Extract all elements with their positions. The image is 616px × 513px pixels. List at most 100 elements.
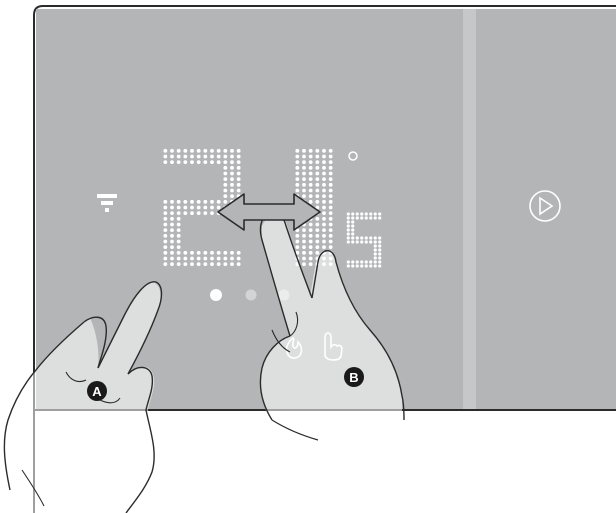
led-dot <box>177 262 181 266</box>
led-dot <box>183 251 187 255</box>
led-dot <box>230 166 234 170</box>
led-dot <box>203 251 207 255</box>
led-dot <box>356 264 359 267</box>
led-dot <box>197 160 201 164</box>
led-dot <box>210 251 214 255</box>
led-dot <box>369 216 372 219</box>
led-dot <box>295 155 299 159</box>
led-dot <box>170 234 174 238</box>
led-dot <box>197 262 201 266</box>
led-dot <box>315 245 319 249</box>
led-dot <box>237 262 241 266</box>
led-dot <box>183 200 187 204</box>
led-dot <box>315 149 319 153</box>
led-dot <box>329 177 333 181</box>
led-dot <box>183 262 187 266</box>
led-dot <box>170 211 174 215</box>
led-dot <box>237 166 241 170</box>
led-dot <box>302 257 306 261</box>
led-dot <box>163 245 167 249</box>
led-dot <box>223 194 227 198</box>
led-dot <box>329 211 333 215</box>
led-dot <box>365 212 368 215</box>
led-dot <box>223 257 227 261</box>
led-dot <box>197 211 201 215</box>
led-dot <box>217 155 221 159</box>
led-dot <box>223 251 227 255</box>
led-dot <box>230 160 234 164</box>
led-dot <box>315 234 319 238</box>
led-dot <box>347 220 350 223</box>
led-dot <box>177 211 181 215</box>
led-dot <box>170 223 174 227</box>
led-dot <box>302 240 306 244</box>
led-dot <box>322 166 326 170</box>
led-dot <box>230 149 234 153</box>
led-dot <box>322 194 326 198</box>
led-dot <box>315 217 319 221</box>
callout-a-label: A <box>92 384 102 399</box>
led-dot <box>309 155 313 159</box>
led-dot <box>351 264 354 267</box>
led-dot <box>163 200 167 204</box>
led-dot <box>302 251 306 255</box>
led-dot <box>309 223 313 227</box>
led-dot <box>203 206 207 210</box>
led-dot <box>190 251 194 255</box>
led-dot <box>347 224 350 227</box>
led-dot <box>365 264 368 267</box>
led-dot <box>329 234 333 238</box>
led-dot <box>329 155 333 159</box>
led-dot <box>183 160 187 164</box>
led-dot <box>378 244 381 247</box>
led-dot <box>190 149 194 153</box>
led-dot <box>217 149 221 153</box>
led-dot <box>197 257 201 261</box>
led-dot <box>223 183 227 187</box>
led-dot <box>163 234 167 238</box>
led-dot <box>237 172 241 176</box>
led-dot <box>190 257 194 261</box>
led-dot <box>329 223 333 227</box>
led-dot <box>365 260 368 263</box>
led-dot <box>230 194 234 198</box>
led-dot <box>203 257 207 261</box>
led-dot <box>322 217 326 221</box>
led-dot <box>217 206 221 210</box>
led-dot <box>378 236 381 239</box>
led-dot <box>230 251 234 255</box>
led-dot <box>203 160 207 164</box>
led-dot <box>210 160 214 164</box>
led-dot <box>315 177 319 181</box>
led-dot <box>322 206 326 210</box>
led-dot <box>177 251 181 255</box>
led-dot <box>378 248 381 251</box>
led-dot <box>217 200 221 204</box>
led-dot <box>347 264 350 267</box>
led-dot <box>210 155 214 159</box>
led-dot <box>351 240 354 243</box>
led-dot <box>365 236 368 239</box>
led-dot <box>329 240 333 244</box>
led-dot <box>322 200 326 204</box>
led-dot <box>170 240 174 244</box>
led-dot <box>329 183 333 187</box>
led-dot <box>223 155 227 159</box>
led-dot <box>190 206 194 210</box>
led-dot <box>309 200 313 204</box>
led-dot <box>315 251 319 255</box>
led-dot <box>378 264 381 267</box>
led-dot <box>203 155 207 159</box>
led-dot <box>170 155 174 159</box>
led-dot <box>302 234 306 238</box>
led-dot <box>378 212 381 215</box>
led-dot <box>315 228 319 232</box>
led-dot <box>302 228 306 232</box>
led-dot <box>163 149 167 153</box>
led-dot <box>177 245 181 249</box>
led-dot <box>309 234 313 238</box>
led-dot <box>322 223 326 227</box>
led-dot <box>237 160 241 164</box>
led-dot <box>378 216 381 219</box>
led-dot <box>295 166 299 170</box>
